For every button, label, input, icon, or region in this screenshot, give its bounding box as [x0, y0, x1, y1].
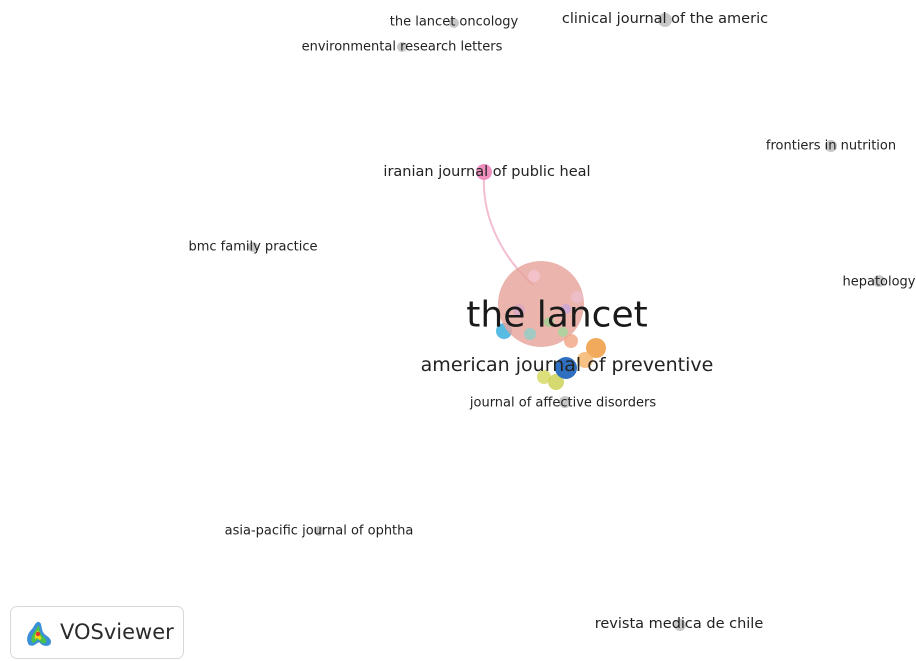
label-clinical-journal-of-the-americ[interactable]: clinical journal of the americ	[561, 11, 769, 27]
label-journal-of-affective-disorders[interactable]: journal of affective disorders	[469, 395, 657, 411]
node-the-lancet[interactable]	[498, 261, 584, 347]
node-iranian-journal-of-public-heal[interactable]	[476, 164, 492, 180]
node-hepatology[interactable]	[873, 275, 885, 287]
cluster-node-orange-2[interactable]	[577, 352, 593, 368]
node-journal-of-affective-disorders[interactable]	[559, 396, 571, 408]
label-the-lancet-oncology[interactable]: the lancet oncology	[389, 14, 519, 30]
cluster-node-purple[interactable]	[561, 304, 571, 314]
node-revista-medica-de-chile[interactable]	[674, 619, 686, 631]
cluster-node-yellow-2[interactable]	[548, 374, 564, 390]
cluster-node-orange[interactable]	[586, 338, 606, 358]
vosviewer-logo-icon	[27, 621, 51, 646]
cluster-node-green[interactable]	[544, 317, 554, 327]
vosviewer-logo-text: VOSviewer	[60, 620, 174, 644]
cluster-node-salmon[interactable]	[564, 334, 578, 348]
node-clinical-journal-of-the-americ[interactable]	[658, 13, 672, 27]
node-asia-pacific-journal-of-ophtha[interactable]	[314, 526, 324, 536]
label-frontiers-in-nutrition[interactable]: frontiers in nutrition	[765, 138, 897, 154]
label-the-lancet[interactable]: the lancet	[466, 294, 648, 336]
label-bmc-family-practice[interactable]: bmc family practice	[188, 239, 318, 255]
cluster-node-mauve[interactable]	[513, 304, 525, 316]
central-cluster	[496, 261, 606, 390]
node-frontiers-in-nutrition[interactable]	[825, 140, 837, 152]
node-the-lancet-oncology[interactable]	[449, 18, 459, 28]
cluster-node-yellow[interactable]	[537, 370, 551, 384]
node-american-journal-of-preventive[interactable]	[555, 357, 577, 379]
node-bmc-family-practice[interactable]	[248, 242, 258, 252]
cluster-node-pink-2[interactable]	[571, 291, 583, 303]
label-hepatology[interactable]: hepatology	[842, 274, 916, 290]
label-environmental-research-letters[interactable]: environmental research letters	[301, 39, 503, 55]
label-asia-pacific-journal-of-ophtha[interactable]: asia-pacific journal of ophtha	[224, 523, 414, 539]
cluster-node-teal[interactable]	[524, 328, 536, 340]
label-american-journal-of-preventive[interactable]: american journal of preventive	[420, 354, 714, 376]
vosviewer-logo[interactable]: VOSviewer	[10, 606, 184, 659]
cluster-node-green-2[interactable]	[558, 327, 568, 337]
node-environmental-research-letters[interactable]	[397, 42, 407, 52]
label-revista-medica-de-chile[interactable]: revista medica de chile	[594, 616, 764, 632]
label-iranian-journal-of-public-heal[interactable]: iranian journal of public heal	[383, 164, 591, 180]
cluster-node-pink[interactable]	[528, 270, 540, 282]
